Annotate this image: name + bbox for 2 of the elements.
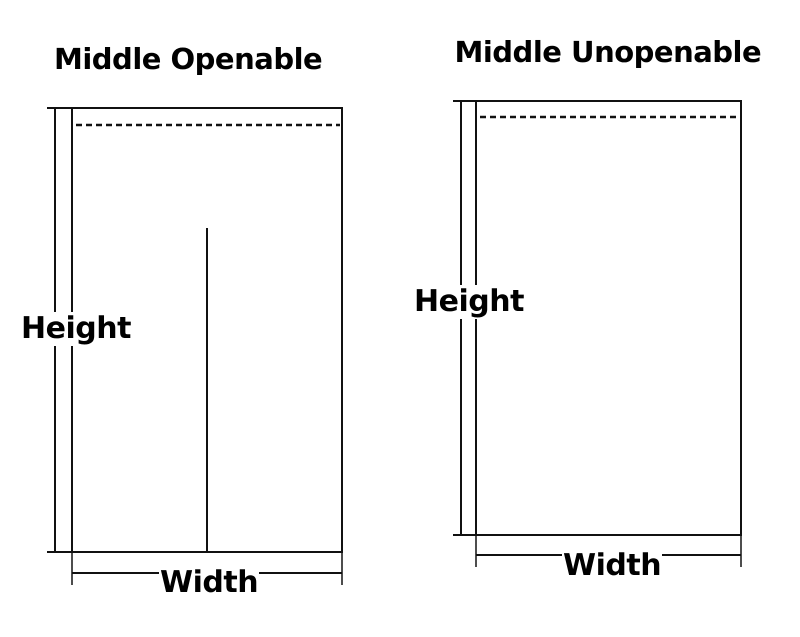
panel-title: Middle Openable bbox=[54, 42, 322, 76]
panel-title: Middle Unopenable bbox=[454, 35, 762, 69]
